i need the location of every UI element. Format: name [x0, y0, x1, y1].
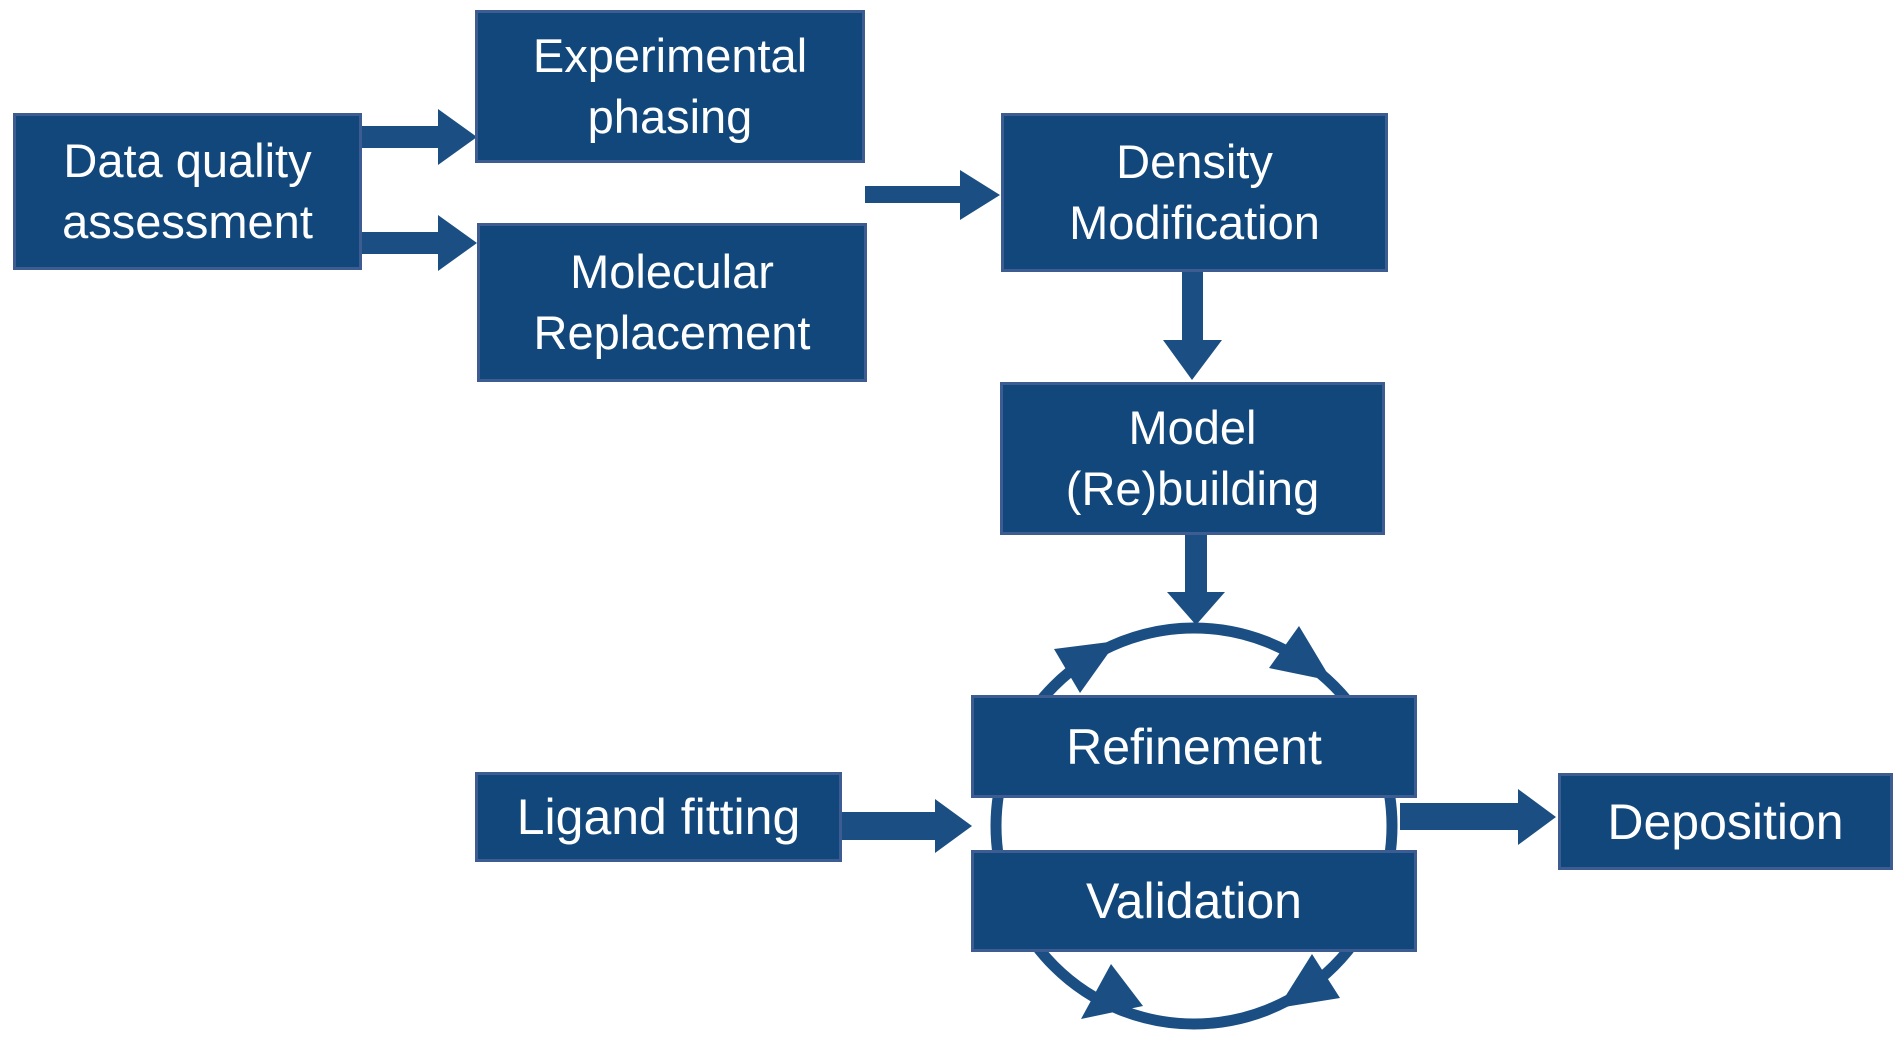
node-label-line: Modification: [1069, 195, 1320, 249]
arrow-phasing-to-density: [865, 170, 1000, 220]
node-label-line: Molecular: [570, 245, 774, 299]
node-label-line: Refinement: [1066, 718, 1322, 775]
node-ligand-fitting: Ligand fitting: [475, 772, 842, 862]
node-label-line: Density: [1116, 135, 1273, 189]
node-data-quality-assessment: Data quality assessment: [13, 113, 362, 270]
node-model-rebuilding: Model (Re)building: [1000, 382, 1385, 535]
arrow-density-to-model: [1163, 272, 1222, 380]
node-label-line: Data quality: [63, 134, 312, 188]
node-label-line: Model: [1128, 401, 1257, 455]
node-experimental-phasing: Experimental phasing: [475, 10, 865, 163]
node-validation: Validation: [971, 850, 1417, 952]
arrow-model-to-cycle: [1167, 535, 1225, 625]
cycle-arrowhead-top-left-icon: [1054, 641, 1117, 693]
cycle-arrowhead-bottom-left-icon: [1081, 964, 1143, 1019]
arrow-dqa-to-experimental: [362, 109, 477, 165]
node-label-line: Validation: [1086, 873, 1302, 929]
cycle-arrowhead-top-right-icon: [1269, 626, 1332, 681]
node-label-line: assessment: [62, 194, 313, 248]
cycle-arrowhead-bottom-right-icon: [1278, 954, 1340, 1008]
node-label-line: phasing: [587, 89, 753, 143]
node-label-line: Deposition: [1607, 793, 1844, 850]
node-refinement: Refinement: [971, 695, 1417, 798]
node-label-line: Ligand fitting: [516, 789, 801, 845]
node-label-line: (Re)building: [1065, 461, 1320, 515]
node-label-line: Replacement: [533, 305, 811, 359]
arrow-ligand-to-cycle: [842, 799, 972, 853]
arrow-cycle-to-deposition: [1400, 789, 1556, 845]
cycle-circle: [990, 622, 1398, 1030]
node-density-modification: Density Modification: [1001, 113, 1388, 272]
arrow-dqa-to-molecular: [362, 215, 477, 271]
node-label-line: Experimental: [532, 29, 808, 83]
node-molecular-replacement: Molecular Replacement: [477, 223, 867, 382]
node-deposition: Deposition: [1558, 773, 1893, 870]
